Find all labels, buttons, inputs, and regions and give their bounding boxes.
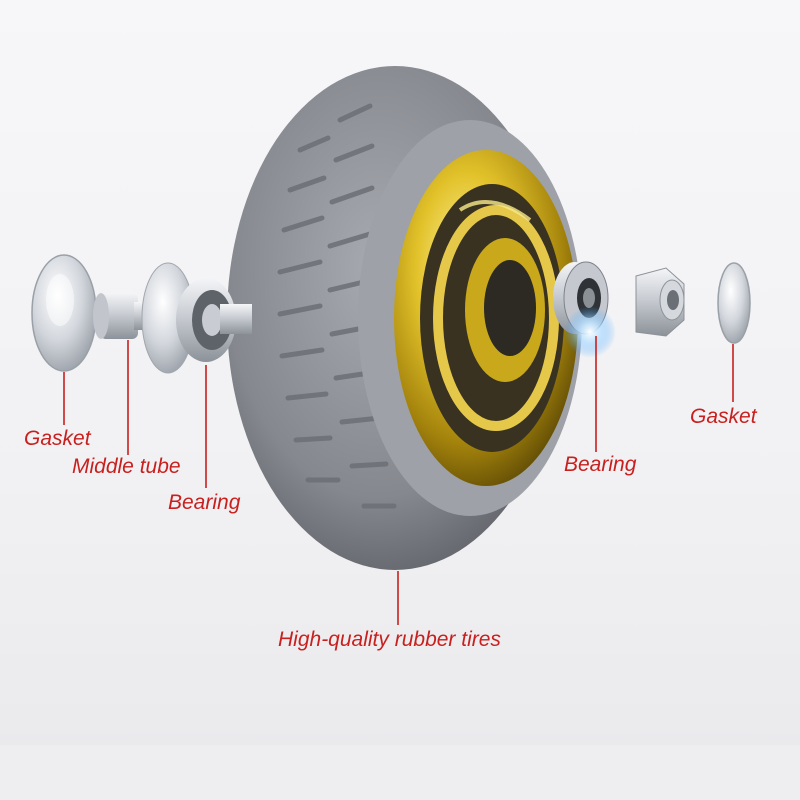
nut-icon bbox=[635, 267, 685, 337]
hub-icon bbox=[394, 150, 578, 486]
bearing-icon bbox=[141, 262, 252, 374]
label-bearing-left: Bearing bbox=[168, 491, 241, 514]
label-middle-tube: Middle tube bbox=[72, 455, 181, 478]
bearing-icon bbox=[553, 261, 616, 358]
bottom-strip bbox=[0, 745, 800, 800]
gasket-icon bbox=[717, 262, 751, 344]
leader-lines bbox=[63, 336, 734, 625]
label-gasket-right: Gasket bbox=[690, 405, 757, 428]
label-gasket-left: Gasket bbox=[24, 427, 91, 450]
label-tire: High-quality rubber tires bbox=[278, 628, 501, 651]
label-bearing-right: Bearing bbox=[564, 453, 637, 476]
middle-tube-icon bbox=[93, 293, 150, 339]
gasket-icon bbox=[31, 254, 97, 372]
